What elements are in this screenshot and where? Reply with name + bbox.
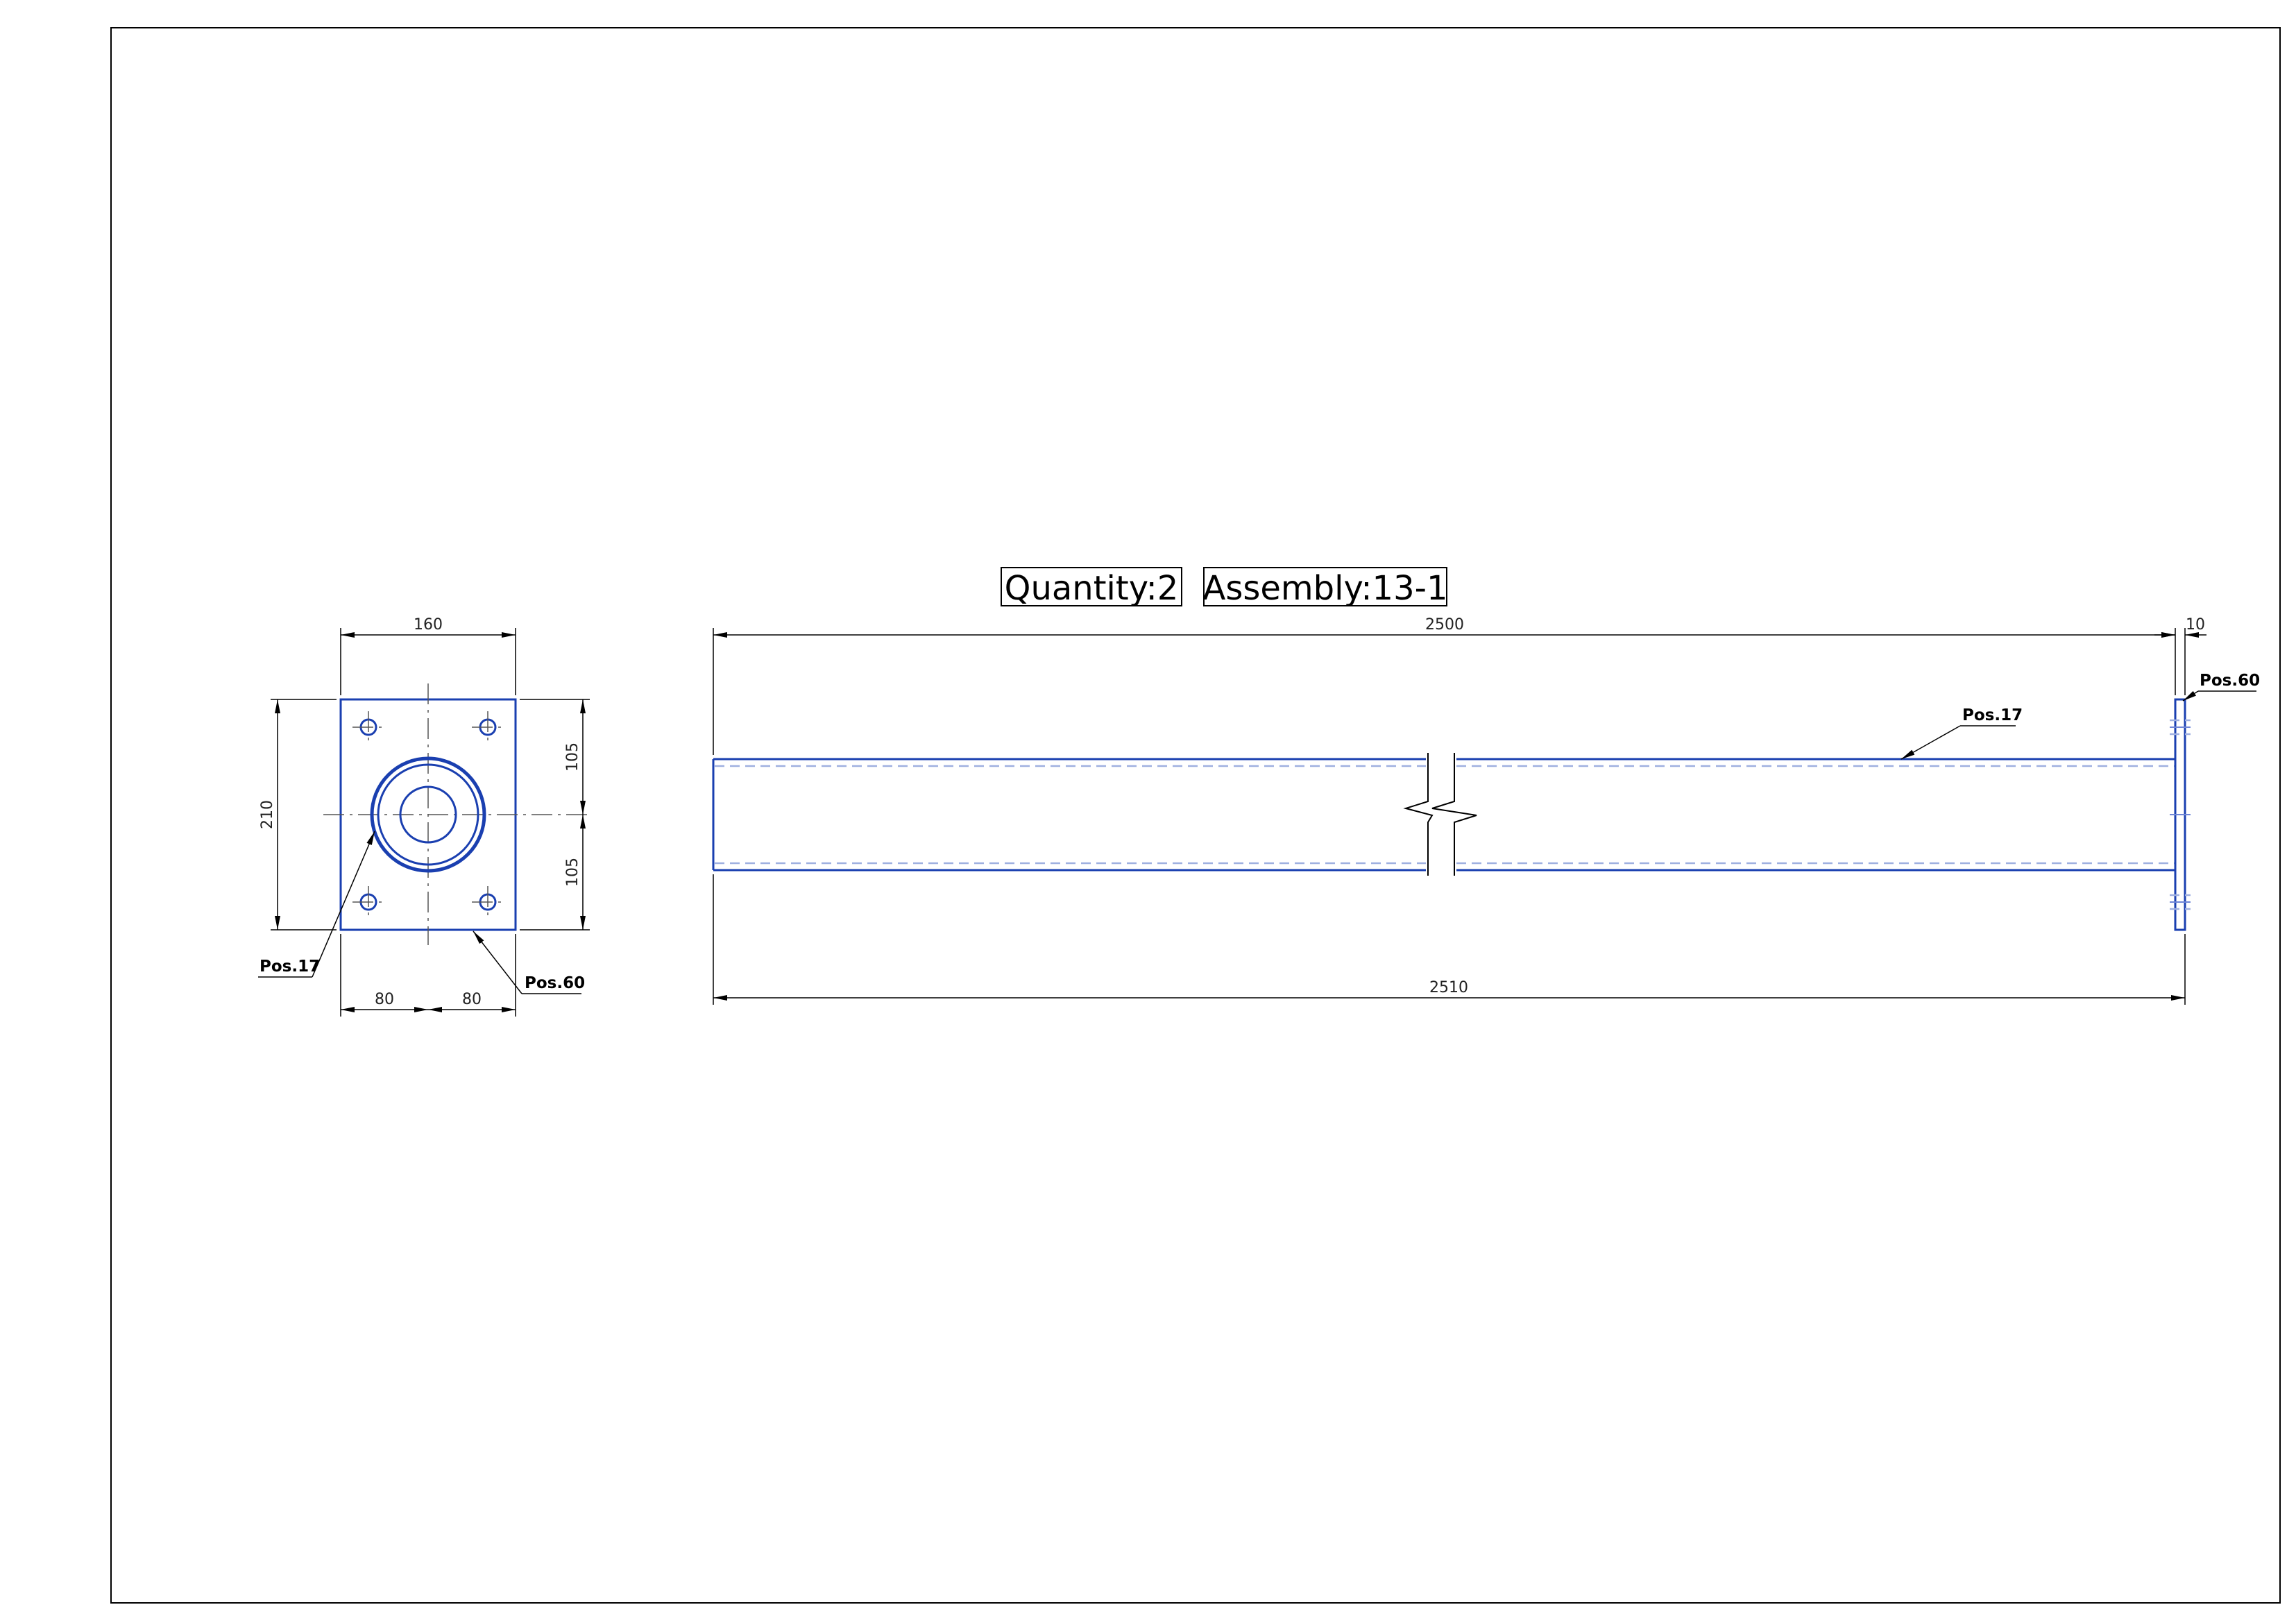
svg-text:Pos.60: Pos.60 <box>2200 672 2260 690</box>
leader-pos17-side: Pos.17 <box>1900 706 2023 760</box>
dimension-plate-thickness: 10 <box>2154 616 2206 695</box>
assembly-label: Assembly:13-1 <box>1203 567 1448 608</box>
svg-text:80: 80 <box>462 991 482 1008</box>
leader-pos60-side: Pos.60 <box>2182 672 2260 702</box>
svg-text:160: 160 <box>414 616 443 634</box>
side-view: 2500 10 2510 Pos.17 Pos.60 <box>712 616 2260 1005</box>
svg-text:Pos.17: Pos.17 <box>1962 706 2023 724</box>
break-symbol <box>1403 753 1477 876</box>
pipe-inner-circle <box>377 763 479 866</box>
leader-pos17-end: Pos.17 <box>258 831 375 978</box>
bolt-hole-bottom-right <box>472 886 504 918</box>
dimension-half-heights: 105 105 <box>520 699 590 931</box>
pipe-left-segment <box>712 758 1426 872</box>
end-view: 160 210 105 105 80 80 <box>258 616 590 1017</box>
svg-text:105: 105 <box>564 742 581 772</box>
dimension-overall-length: 2510 <box>713 874 2186 1005</box>
quantity-label: Quantity:2 <box>1001 567 1182 608</box>
dimension-pipe-length: 2500 <box>713 616 2176 755</box>
dimension-height: 210 <box>259 699 337 931</box>
bolt-hole-bottom-left <box>352 886 384 918</box>
dimension-width: 160 <box>340 616 516 695</box>
svg-text:Quantity:2: Quantity:2 <box>1005 569 1179 608</box>
pipe-bore-circle <box>399 785 457 844</box>
svg-text:10: 10 <box>2186 616 2205 634</box>
pipe-outer-circle <box>370 756 486 873</box>
svg-text:210: 210 <box>259 800 276 829</box>
drawing-frame <box>110 27 2281 1604</box>
bolt-hole-top-right <box>472 711 504 743</box>
svg-text:105: 105 <box>564 858 581 887</box>
svg-text:Pos.17: Pos.17 <box>260 958 320 976</box>
leader-pos60-end: Pos.60 <box>473 931 585 994</box>
svg-text:80: 80 <box>375 991 394 1008</box>
svg-text:2500: 2500 <box>1425 616 1464 634</box>
svg-text:Assembly:13-1: Assembly:13-1 <box>1203 569 1448 608</box>
bolt-hole-top-left <box>352 711 384 743</box>
dimension-half-widths: 80 80 <box>340 934 516 1017</box>
svg-text:Pos.60: Pos.60 <box>525 974 585 992</box>
svg-text:2510: 2510 <box>1429 979 1468 996</box>
pipe-right-segment <box>1456 758 2175 872</box>
